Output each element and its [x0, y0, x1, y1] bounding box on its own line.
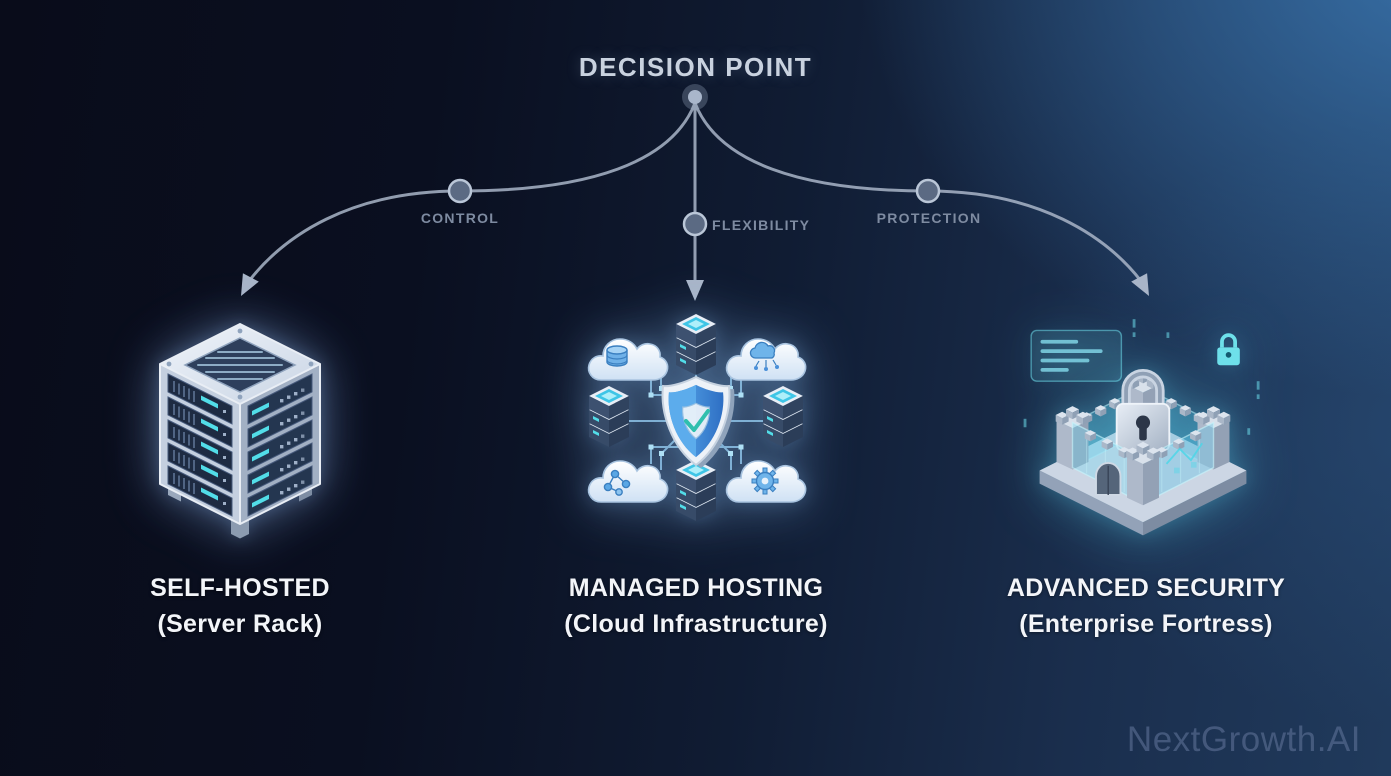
branch-label-protection: PROTECTION [876, 210, 982, 226]
option-name: ADVANCED SECURITY [1006, 574, 1286, 602]
server-stack-left [588, 385, 630, 448]
branch-node-flexibility [682, 211, 708, 237]
watermark: NextGrowth.AI [1126, 720, 1361, 759]
option-name: MANAGED HOSTING [568, 574, 824, 602]
central-padlock [1115, 369, 1171, 452]
option-self-hosted: SELF-HOSTED (Server Rack) [60, 570, 420, 642]
cloud-gear [725, 460, 807, 503]
option-managed-hosting: MANAGED HOSTING (Cloud Infrastructure) [516, 570, 876, 642]
decision-point-dot [682, 84, 708, 110]
option-sub: (Enterprise Fortress) [1019, 610, 1273, 638]
tower-front [1126, 442, 1160, 505]
branch-label-control: CONTROL [420, 210, 500, 226]
page-title: DECISION POINT [578, 52, 813, 82]
digital-rain [1023, 319, 1260, 435]
branch-node-control [447, 178, 473, 204]
branch-line-right [693, 101, 1143, 283]
option-sub: (Server Rack) [157, 610, 323, 638]
security-shield [661, 375, 735, 468]
enterprise-fortress-icon [1023, 319, 1260, 536]
mini-padlock [1217, 333, 1240, 366]
arrowhead-right [1131, 273, 1149, 296]
option-sub: (Cloud Infrastructure) [564, 610, 828, 638]
server-stack-right [762, 385, 804, 448]
option-advanced-security: ADVANCED SECURITY (Enterprise Fortress) [966, 570, 1326, 642]
code-panel [1030, 329, 1123, 382]
server-stack-top [675, 313, 717, 376]
server-rack-icon [159, 323, 321, 539]
branch-line-left [247, 101, 697, 283]
option-name: SELF-HOSTED [150, 574, 330, 602]
cloud-hierarchy [587, 460, 669, 503]
cloud-infrastructure-icon [587, 313, 807, 522]
cloud-network [725, 338, 807, 381]
branch-node-protection [915, 178, 941, 204]
arrowhead-center [686, 280, 704, 301]
arrowhead-left [241, 273, 259, 296]
wall-glyphs [1165, 442, 1204, 474]
cloud-database [587, 338, 669, 381]
fortress-door [1095, 462, 1122, 496]
server-stack-bottom [675, 459, 717, 522]
arrowheads [241, 273, 1149, 301]
branch-label-flexibility: FLEXIBILITY [712, 217, 811, 233]
